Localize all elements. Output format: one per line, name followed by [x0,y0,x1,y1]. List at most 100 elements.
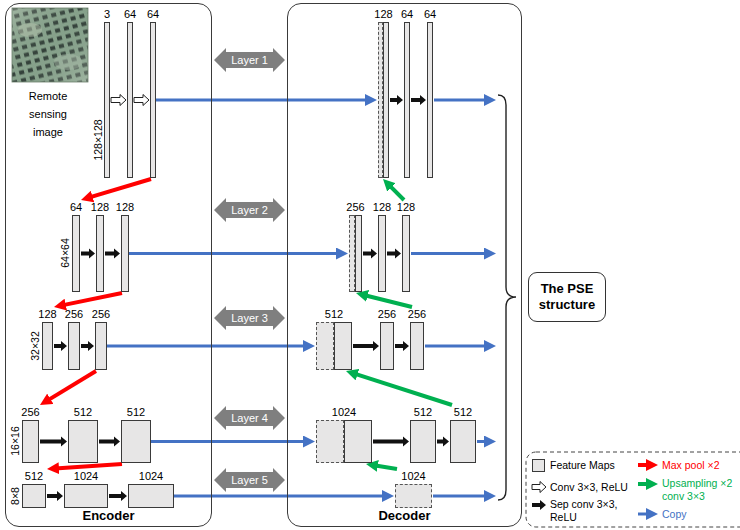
structure-box: The PSE structure [528,272,606,322]
channel-count: 128 [397,201,415,214]
sepconv-arrow [81,341,94,351]
channel-count: 128 [373,201,391,214]
feature-map-part [121,215,129,292]
feature-map-part [334,322,352,370]
feature-map-part [64,484,108,508]
feature-map: 512 [22,470,46,508]
feature-map-part [68,420,98,463]
feature-map-bar [427,22,433,178]
feature-map-bar [402,215,410,292]
channel-count: 1024 [401,470,425,483]
copied-feature-map [316,420,344,463]
sepconv-arrow [395,341,409,351]
upsampling-arrow [374,465,397,469]
channel-count: 64 [70,201,82,214]
channel-count: 512 [127,406,145,419]
legend-entry: Max pool ×2 [662,459,736,472]
feature-map: 512 [121,406,151,463]
legend-copy-arrow [638,513,650,516]
sepconv-arrow [411,95,426,105]
sepconv-arrow [99,437,120,447]
feature-map-bar [404,22,410,178]
copy-arrow [107,345,307,348]
layer-text-slot: Layer 3 [214,306,285,330]
channel-count: 64 [147,8,159,21]
channel-count: 1024 [139,470,163,483]
label-slot: 8×8 [5,487,23,505]
maxpool-arrow [62,293,122,305]
feature-map-bar [95,322,107,370]
feature-map-bar [64,484,108,508]
conv-arrow [111,95,126,106]
feature-map-bar [68,322,80,370]
sepconv-arrow [363,249,377,259]
image-patch [54,54,82,70]
feature-map-part [95,322,107,370]
channel-count: 128 [374,8,392,21]
upsampling-arrow [364,295,412,307]
channel-count: 512 [414,406,432,419]
sepconv-arrow [373,437,409,447]
channel-count: 512 [25,470,43,483]
feature-map-part [127,22,133,178]
copy-arrow [433,495,488,498]
feature-map: 128 [121,201,129,292]
label-slot: 64×64 [55,238,73,268]
network-panel: Decoder128646425612812851225625610245125… [287,3,522,527]
feature-map: 512 [450,406,476,463]
sepconv-arrow [390,95,403,105]
double-arrow-shape [214,48,285,72]
layer-arrow: Layer 2 [214,198,285,222]
copied-feature-map [395,484,432,508]
feature-map: 256 [349,201,362,292]
image-texture [12,8,88,82]
channel-count: 1024 [74,470,98,483]
legend-swatch [532,459,545,472]
feature-map: 64 [72,201,80,292]
network-panel: Encoder364646412812812825625625651251251… [5,3,212,527]
sepconv-arrow [47,491,63,501]
feature-map: 1024 [128,470,174,508]
feature-map-part [96,215,104,292]
feature-map-part [378,215,386,292]
legend-maxpool-arrow [638,463,650,467]
size-label: 16×16 [9,426,21,456]
feature-map-part [72,215,80,292]
feature-map-part [410,322,424,370]
feature-map: 128 [96,201,104,292]
feature-map-part [68,322,80,370]
feature-map: 256 [22,406,39,463]
layer-arrow: Layer 4 [214,406,285,430]
sepconv-arrow [81,249,95,259]
feature-map: 256 [95,308,107,370]
image-caption: Remote sensing image [29,90,68,138]
legend-entry: Copy [662,508,736,521]
size-label: 8×8 [9,487,21,505]
feature-map-part [42,322,53,370]
feature-map-bar [395,484,432,508]
output-copy-arrows [411,100,488,496]
feature-map-part [410,420,436,463]
sepconv-arrow [109,491,127,501]
size-label: 64×64 [59,238,71,268]
channel-count: 1024 [332,406,356,419]
channel-count: 256 [65,308,83,321]
legend-sepconv-arrow [532,500,546,510]
feature-map: 128 [402,201,410,292]
layer-text-slot: Layer 4 [214,406,285,430]
upsampling-arrow [389,185,404,200]
layer-arrow: Layer 1 [214,48,285,72]
feature-map-bar [72,215,80,292]
feature-map-bar [378,22,389,178]
channel-count: 256 [346,201,364,214]
size-label: 32×32 [29,331,41,361]
sepconv-arrow [437,437,449,447]
channel-count: 64 [401,8,413,21]
layer-name: Layer 1 [231,54,268,67]
channel-count: 3 [104,8,110,21]
feature-map-part [380,322,394,370]
feature-map: 1024 [316,406,372,463]
maxpool-arrow [55,464,122,468]
feature-map-bar [410,322,424,370]
panel-title: Encoder [82,508,134,523]
